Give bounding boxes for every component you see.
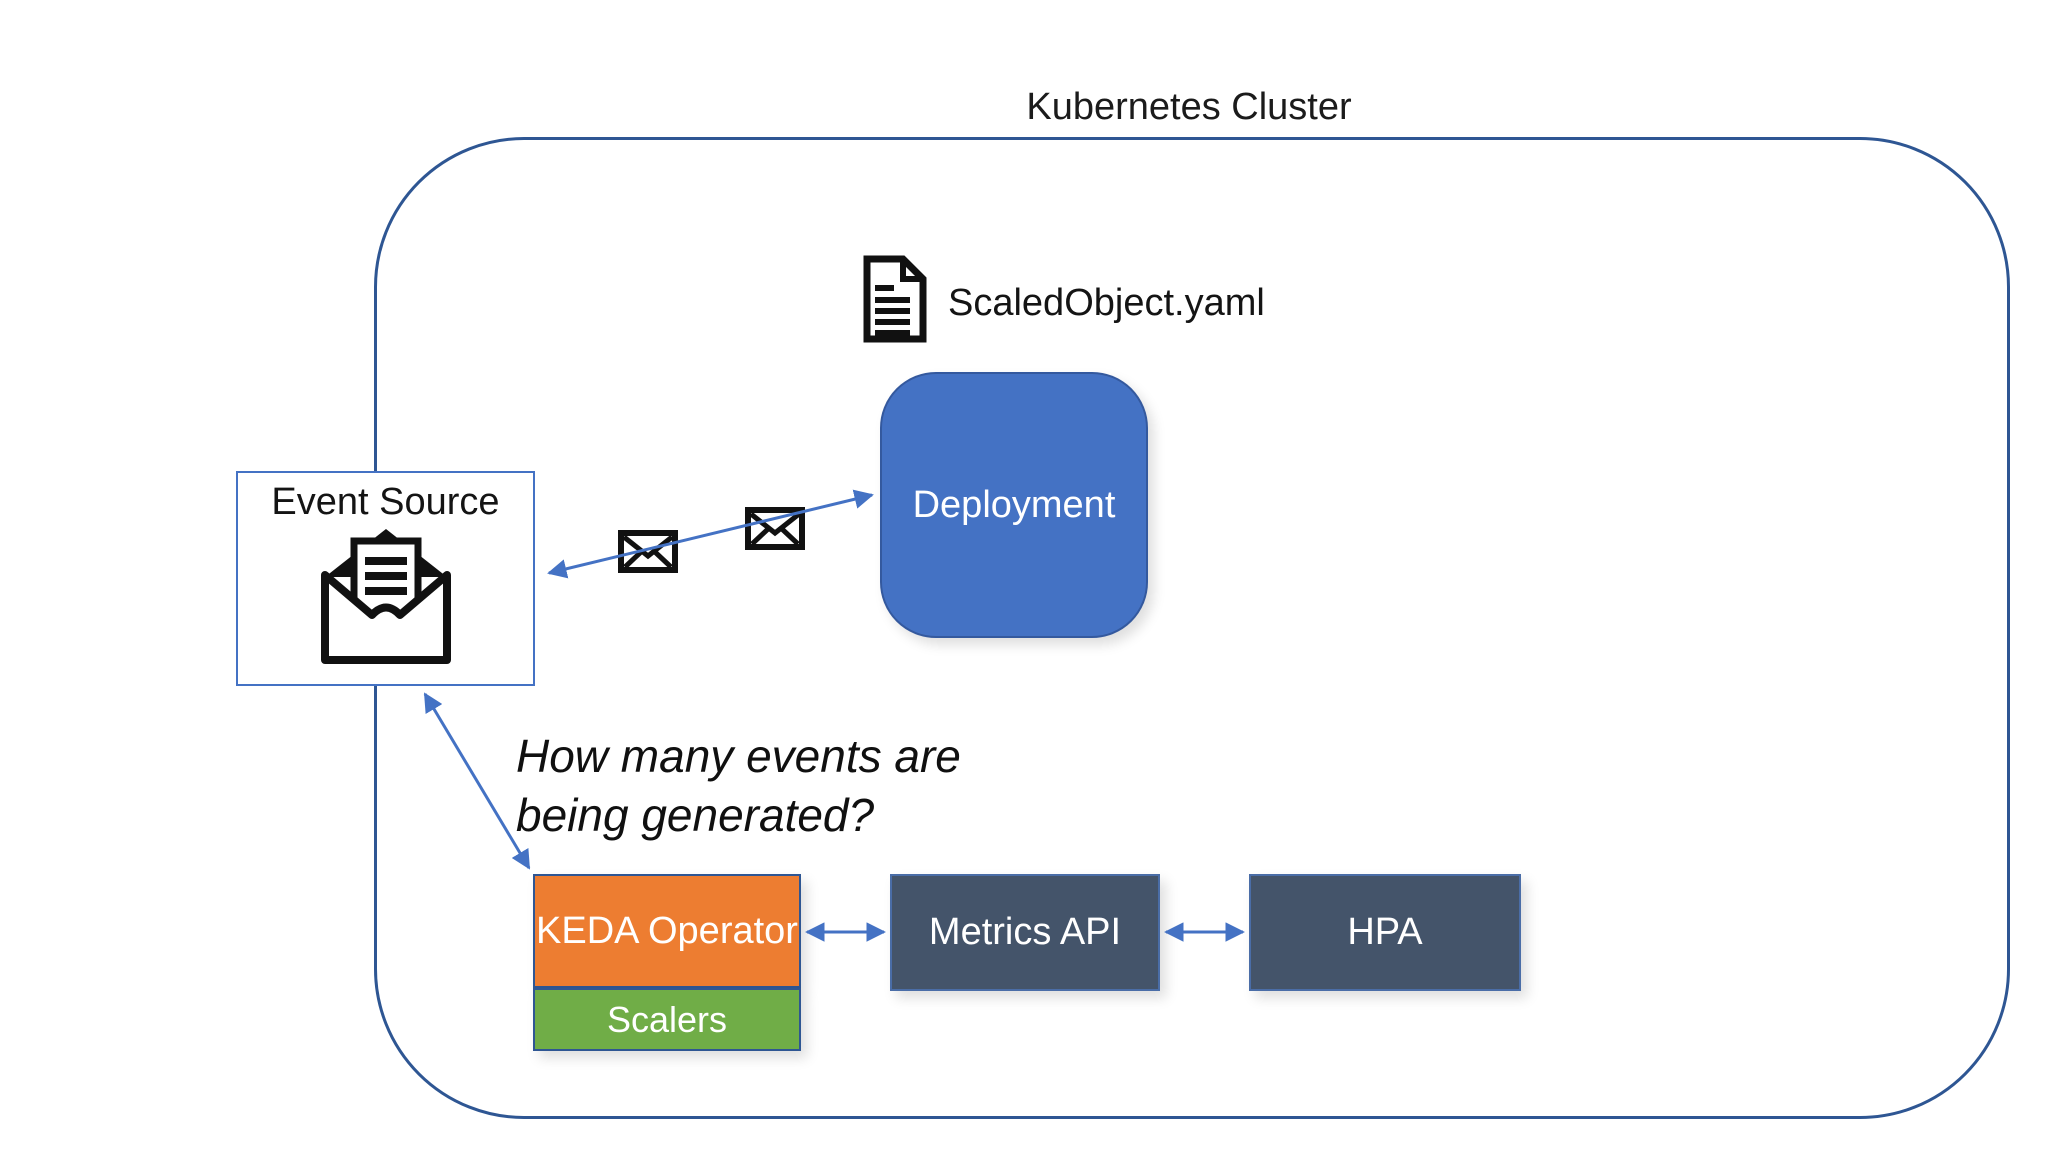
- question-line-1: How many events are: [516, 730, 961, 782]
- event-source-label: Event Source: [271, 481, 500, 523]
- cluster-title: Kubernetes Cluster: [1026, 86, 1352, 128]
- question-annotation: How many events are being generated?: [516, 727, 961, 845]
- document-icon: [863, 255, 927, 343]
- deployment-node: Deployment: [880, 372, 1148, 638]
- question-line-2: being generated?: [516, 789, 875, 841]
- open-envelope-icon: [320, 529, 451, 664]
- deployment-label: Deployment: [912, 483, 1116, 526]
- keda-operator-node: KEDA Operator: [533, 874, 801, 988]
- metrics-api-label: Metrics API: [928, 911, 1122, 953]
- keda-operator-label: KEDA Operator: [536, 909, 798, 952]
- event-source-node: Event Source: [236, 471, 535, 686]
- hpa-label: HPA: [1347, 911, 1423, 953]
- scaledobject-label: ScaledObject.yaml: [948, 282, 1265, 324]
- scalers-node: Scalers: [533, 988, 801, 1051]
- metrics-api-node: Metrics API: [890, 874, 1160, 991]
- hpa-node: HPA: [1249, 874, 1521, 991]
- scalers-label: Scalers: [606, 998, 728, 1040]
